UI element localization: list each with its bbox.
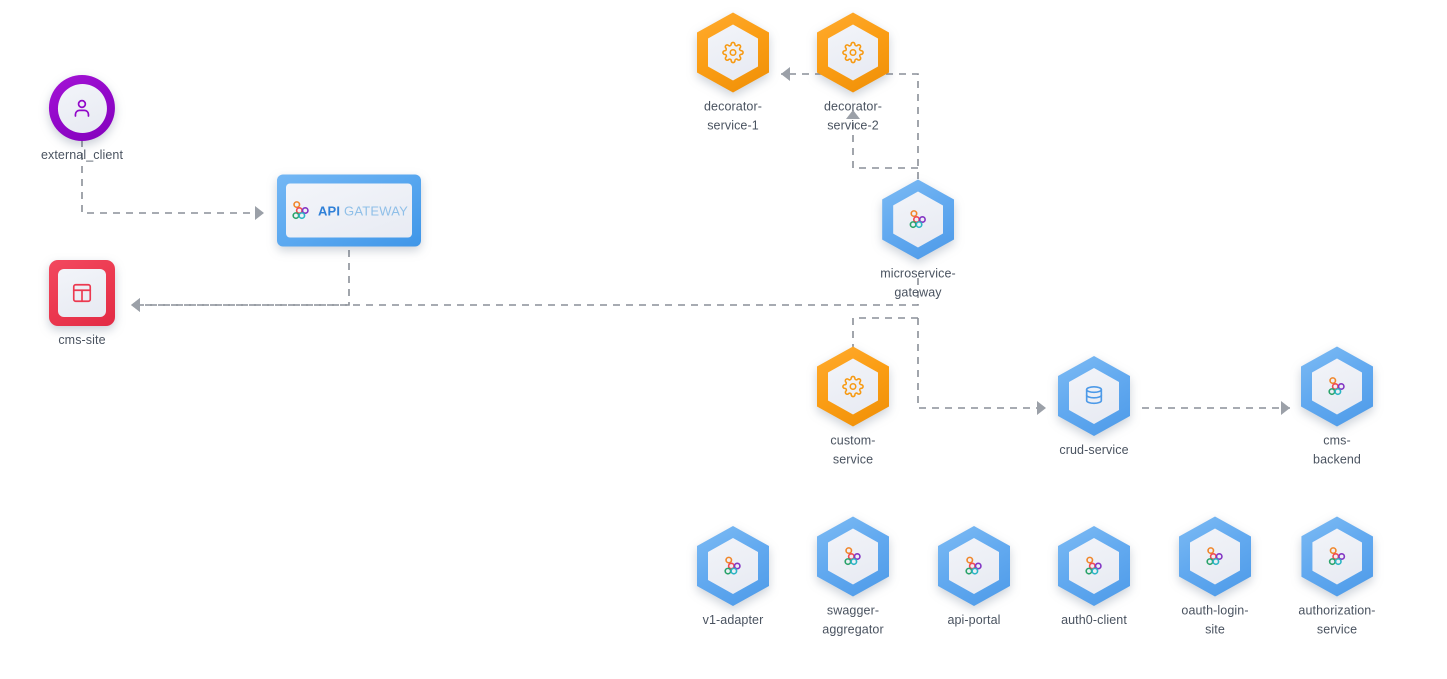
node-microservice-gateway[interactable]: microservice- gateway bbox=[880, 179, 956, 303]
hexagon-shape bbox=[1179, 516, 1251, 597]
hexagon-shape bbox=[1301, 346, 1373, 427]
gear-icon bbox=[842, 41, 864, 64]
gear-icon bbox=[842, 375, 864, 398]
node-label: cms-site bbox=[58, 333, 106, 347]
node-api-portal[interactable]: api-portal bbox=[938, 526, 1010, 630]
gateway-card-inner: API GATEWAY bbox=[286, 183, 412, 238]
cluster-icon bbox=[1328, 377, 1345, 396]
hexagon-inner bbox=[1312, 358, 1362, 415]
rounded-square-inner bbox=[58, 269, 106, 317]
rounded-square-shape bbox=[49, 260, 115, 326]
node-label: decorator- service-1 bbox=[704, 99, 762, 133]
cluster-icon bbox=[1085, 556, 1102, 575]
node-label: external_client bbox=[40, 148, 124, 162]
edge-api_gateway-to-cms-site bbox=[131, 250, 350, 306]
node-auth0-client[interactable]: auth0-client bbox=[1058, 526, 1130, 630]
node-api_gateway[interactable]: API GATEWAY bbox=[277, 174, 421, 252]
gear-icon bbox=[722, 41, 744, 64]
hexagon-shape bbox=[817, 516, 889, 597]
node-label: microservice- gateway bbox=[880, 266, 956, 300]
arrowhead bbox=[781, 67, 790, 81]
edge-microservice-gateway-to-crud-service bbox=[917, 318, 1046, 409]
hexagon-shape bbox=[697, 526, 769, 606]
edge-microservice-gateway-to-cms-site bbox=[131, 278, 919, 306]
node-external_client[interactable]: external_client bbox=[41, 75, 123, 165]
node-decorator-service-2[interactable]: decorator- service-2 bbox=[817, 12, 889, 136]
actor-inner bbox=[57, 83, 107, 133]
node-label: oauth-login- site bbox=[1181, 603, 1249, 637]
node-cms-backend[interactable]: cms- backend bbox=[1301, 346, 1373, 470]
hexagon-shape bbox=[1300, 516, 1373, 597]
database-icon bbox=[1085, 386, 1103, 405]
hexagon-shape bbox=[1058, 356, 1130, 436]
gateway-logo-text: API GATEWAY bbox=[317, 203, 409, 218]
cluster-icon bbox=[844, 547, 861, 566]
actor-ring bbox=[48, 75, 115, 141]
gateway-card: API GATEWAY bbox=[277, 174, 421, 247]
layout-icon bbox=[72, 283, 92, 303]
cluster-icon bbox=[1206, 547, 1223, 566]
node-authorization-service[interactable]: authorization- service bbox=[1298, 516, 1376, 640]
node-label: authorization- service bbox=[1298, 603, 1376, 637]
hexagon-inner bbox=[1190, 528, 1240, 585]
hexagon-shape bbox=[817, 346, 889, 427]
api-gateway-logo bbox=[292, 201, 309, 220]
cluster-icon bbox=[724, 556, 741, 575]
node-label: decorator- service-2 bbox=[824, 99, 882, 133]
hexagon-shape bbox=[1058, 526, 1130, 606]
arrowhead bbox=[131, 298, 140, 312]
node-label: cms- backend bbox=[1313, 433, 1361, 467]
node-label: crud-service bbox=[1059, 443, 1129, 457]
cluster-icon bbox=[1328, 547, 1345, 566]
node-label: auth0-client bbox=[1061, 613, 1127, 627]
node-crud-service[interactable]: crud-service bbox=[1058, 356, 1130, 460]
hexagon-shape bbox=[817, 12, 889, 93]
node-v1-adapter[interactable]: v1-adapter bbox=[697, 526, 769, 630]
node-label: swagger- aggregator bbox=[822, 603, 884, 637]
hexagon-inner bbox=[1069, 538, 1119, 594]
node-label: api-portal bbox=[947, 613, 1001, 627]
node-oauth-login-site[interactable]: oauth-login- site bbox=[1179, 516, 1251, 640]
hexagon-shape bbox=[697, 12, 769, 93]
cluster-icon bbox=[909, 210, 926, 229]
arrowhead bbox=[1281, 401, 1290, 415]
hexagon-shape bbox=[882, 179, 954, 260]
node-decorator-service-1[interactable]: decorator- service-1 bbox=[697, 12, 769, 136]
cluster-icon bbox=[965, 556, 982, 575]
arrowhead bbox=[131, 298, 140, 312]
hexagon-shape bbox=[938, 526, 1010, 606]
node-custom-service[interactable]: custom- service bbox=[817, 346, 889, 470]
node-label: custom- service bbox=[830, 433, 876, 467]
node-cms-site[interactable]: cms-site bbox=[49, 260, 115, 350]
arrowhead bbox=[1037, 401, 1046, 415]
node-label: v1-adapter bbox=[702, 613, 764, 627]
arrowhead bbox=[255, 206, 264, 220]
user-icon bbox=[74, 99, 90, 117]
node-swagger-aggregator[interactable]: swagger- aggregator bbox=[817, 516, 889, 640]
hexagon-inner bbox=[1069, 368, 1119, 424]
hexagon-inner bbox=[1311, 528, 1362, 585]
